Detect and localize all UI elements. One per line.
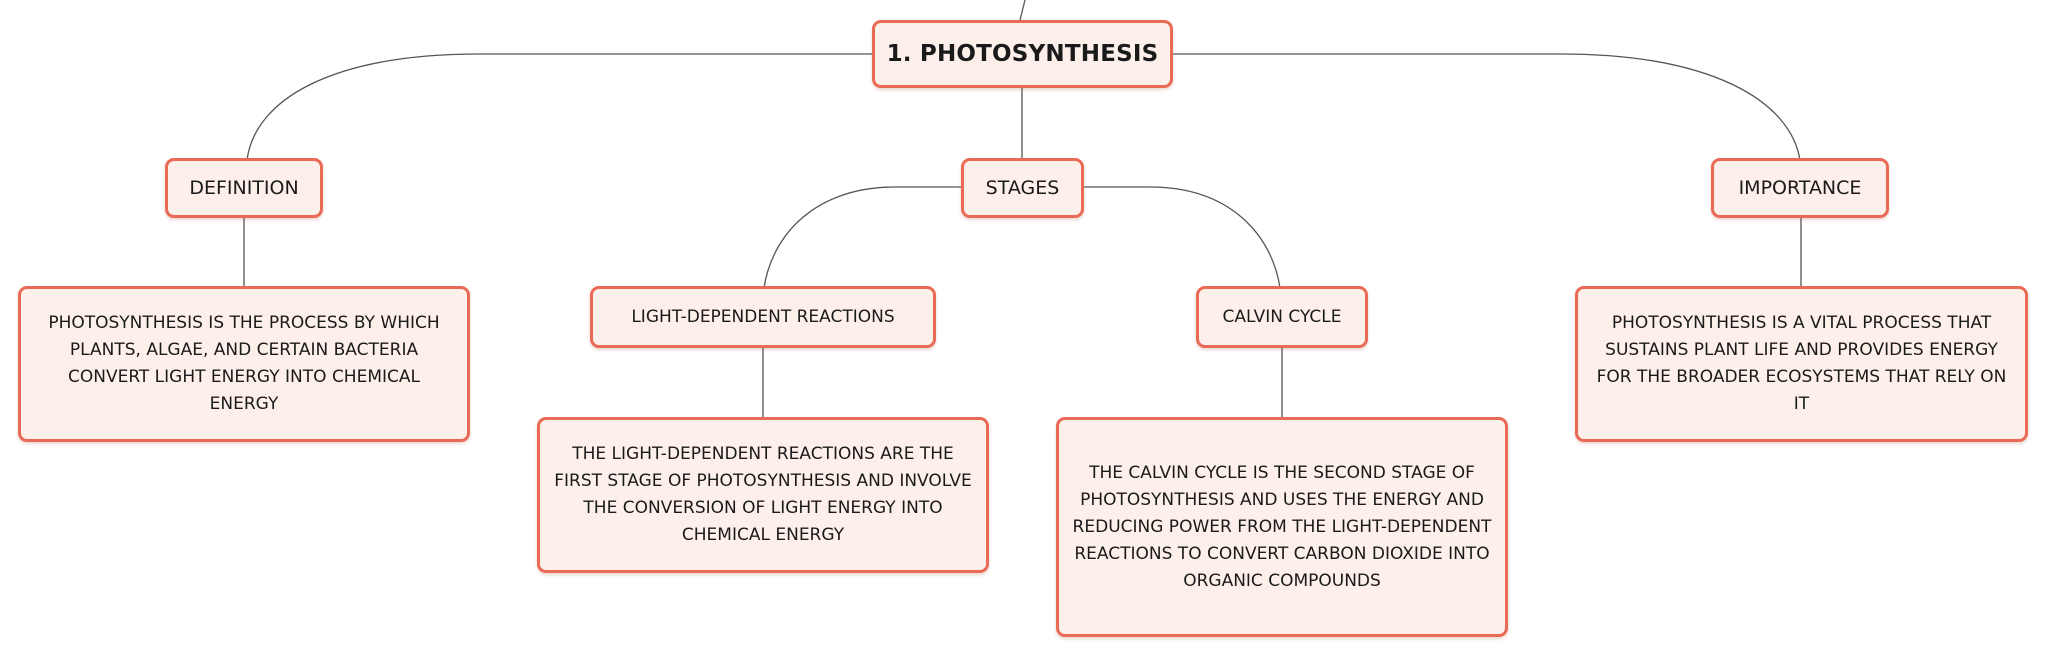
leaf-node-light-dependent-text[interactable]: THE LIGHT-DEPENDENT REACTIONS ARE THE FI… [537, 417, 989, 573]
connector-stages-to-calvin-cycle [1082, 186, 1281, 289]
connector-root-to-definition [246, 53, 872, 161]
leaf-node-text: THE CALVIN CYCLE IS THE SECOND STAGE OF … [1072, 462, 1492, 591]
branch-node-definition[interactable]: DEFINITION [165, 158, 323, 218]
sub-node-calvin-cycle[interactable]: CALVIN CYCLE [1196, 286, 1368, 348]
leaf-node-text: PHOTOSYNTHESIS IS THE PROCESS BY WHICH P… [48, 313, 440, 414]
leaf-node-text: PHOTOSYNTHESIS IS A VITAL PROCESS THAT S… [1596, 313, 2007, 414]
leaf-node-definition-text[interactable]: PHOTOSYNTHESIS IS THE PROCESS BY WHICH P… [18, 286, 470, 442]
leaf-node-calvin-cycle-text[interactable]: THE CALVIN CYCLE IS THE SECOND STAGE OF … [1056, 417, 1508, 637]
branch-node-stages[interactable]: STAGES [961, 158, 1084, 218]
root-node-photosynthesis[interactable]: 1. PHOTOSYNTHESIS [872, 20, 1173, 88]
root-node-label: 1. PHOTOSYNTHESIS [886, 41, 1159, 67]
sub-node-light-dependent-reactions[interactable]: LIGHT-DEPENDENT REACTIONS [590, 286, 936, 348]
leaf-node-text: THE LIGHT-DEPENDENT REACTIONS ARE THE FI… [554, 444, 972, 545]
connector-parent-to-root [1019, 0, 1026, 21]
branch-node-importance[interactable]: IMPORTANCE [1711, 158, 1889, 218]
connector-stages-to-light-dependent [763, 186, 963, 289]
sub-node-label: LIGHT-DEPENDENT REACTIONS [631, 307, 895, 327]
branch-node-label: STAGES [985, 177, 1060, 199]
branch-node-label: IMPORTANCE [1738, 177, 1862, 199]
branch-node-label: DEFINITION [189, 177, 299, 199]
sub-node-label: CALVIN CYCLE [1222, 307, 1342, 327]
connector-root-to-importance [1173, 53, 1801, 161]
leaf-node-importance-text[interactable]: PHOTOSYNTHESIS IS A VITAL PROCESS THAT S… [1575, 286, 2028, 442]
